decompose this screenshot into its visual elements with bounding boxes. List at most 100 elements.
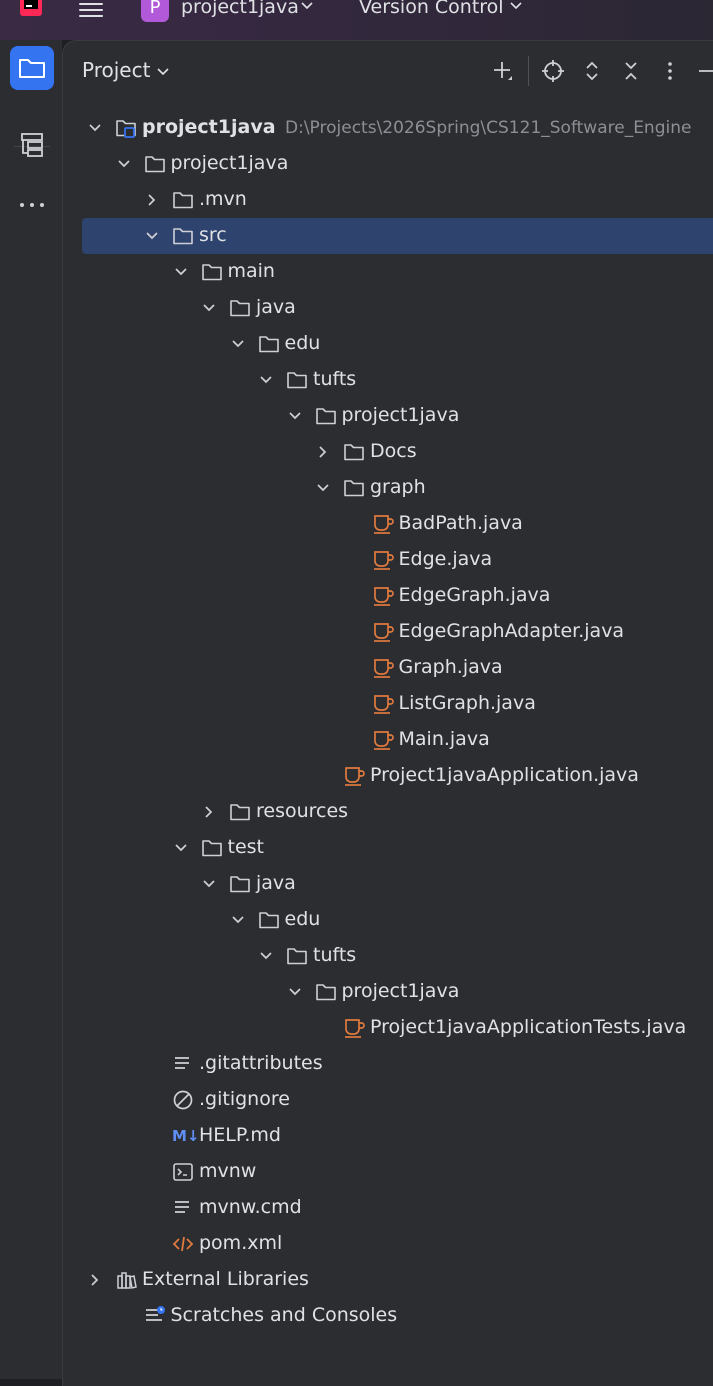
new-file-icon[interactable]	[491, 59, 515, 83]
tree-folder-row[interactable]: java	[0, 290, 713, 326]
tree-file-row[interactable]: Edge.java	[0, 542, 713, 578]
project-tool-button[interactable]	[10, 46, 54, 90]
chevron-down-icon	[157, 67, 170, 75]
scratches-icon	[145, 1306, 165, 1321]
chevron-right-icon[interactable]	[315, 444, 331, 460]
tree-file-row[interactable]: pom.xml	[0, 1226, 713, 1262]
chevron-down-icon[interactable]	[173, 264, 189, 280]
chevron-down-icon[interactable]	[144, 228, 160, 244]
selection-highlight	[82, 218, 713, 254]
tree-item-label: BadPath.java	[398, 512, 523, 534]
chevron-down-icon[interactable]	[287, 408, 303, 424]
tree-folder-row[interactable]: tufts	[0, 938, 713, 974]
structure-icon	[21, 133, 43, 157]
tree-item-label: .mvn	[199, 188, 247, 210]
tree-file-row[interactable]: EdgeGraphAdapter.java	[0, 614, 713, 650]
strip-divider	[14, 146, 50, 147]
chevron-down-icon[interactable]	[201, 300, 217, 316]
tree-item-label: resources	[256, 800, 349, 822]
tree-folder-row[interactable]: edu	[0, 326, 713, 362]
structure-tool-button[interactable]	[10, 123, 54, 167]
app-logo-icon[interactable]	[20, 0, 42, 16]
tree-file-row[interactable]: Project1javaApplicationTests.java	[0, 1010, 713, 1046]
project-badge[interactable]: P	[141, 0, 169, 22]
tree-file-row[interactable]: Scratches and Consoles	[0, 1298, 713, 1334]
tree-file-row[interactable]: mvnw	[0, 1154, 713, 1190]
module-icon	[116, 120, 136, 138]
tree-item-label: tufts	[313, 944, 357, 966]
locate-file-icon[interactable]	[541, 59, 565, 83]
chevron-down-icon[interactable]	[258, 372, 274, 388]
more-tools-button[interactable]	[10, 183, 54, 227]
java-file-icon	[373, 515, 394, 534]
tree-item-label: mvnw.cmd	[199, 1196, 302, 1218]
chevron-right-icon[interactable]	[201, 804, 217, 820]
vcs-dropdown[interactable]: Version Control	[359, 0, 504, 18]
tree-file-row[interactable]: ListGraph.java	[0, 686, 713, 722]
main-menu-icon[interactable]	[79, 0, 103, 18]
collapse-all-icon[interactable]	[619, 59, 643, 83]
tree-item-label: project1java	[142, 116, 276, 138]
chevron-right-icon[interactable]	[144, 192, 160, 208]
chevron-down-icon[interactable]	[116, 156, 132, 172]
project-name-dropdown[interactable]: project1java	[181, 0, 299, 18]
tree-file-row[interactable]: Main.java	[0, 722, 713, 758]
tree-folder-row[interactable]: project1java	[0, 398, 713, 434]
tree-file-row[interactable]: EdgeGraph.java	[0, 578, 713, 614]
tree-item-label: Project1javaApplicationTests.java	[370, 1016, 687, 1038]
chevron-down-icon[interactable]	[87, 120, 103, 136]
java-file-icon	[373, 587, 394, 606]
chevron-down-icon[interactable]	[201, 876, 217, 892]
chevron-right-icon[interactable]	[87, 1272, 103, 1288]
tree-file-row[interactable]: BadPath.java	[0, 506, 713, 542]
options-menu-icon[interactable]	[658, 59, 682, 83]
java-file-icon	[373, 623, 394, 642]
tree-file-row[interactable]: .gitattributes	[0, 1046, 713, 1082]
folder-icon	[344, 480, 364, 497]
folder-icon	[230, 804, 250, 821]
tree-file-row[interactable]: Project1javaApplication.java	[0, 758, 713, 794]
tree-file-row[interactable]: .gitignore	[0, 1082, 713, 1118]
folder-icon	[315, 984, 336, 1001]
text-file-icon	[175, 1057, 189, 1069]
tree-folder-row[interactable]: java	[0, 866, 713, 902]
tree-item-label: External Libraries	[142, 1268, 309, 1290]
folder-icon	[315, 408, 336, 425]
tree-folder-row[interactable]: .mvn	[0, 182, 713, 218]
folder-icon	[144, 156, 165, 173]
tree-file-row[interactable]: M↓HELP.md	[0, 1118, 713, 1154]
hide-panel-icon[interactable]	[697, 59, 713, 83]
tree-item-label: java	[256, 872, 296, 894]
chevron-down-icon[interactable]	[287, 984, 303, 1000]
shell-script-icon	[173, 1163, 193, 1181]
tree-file-row[interactable]: Graph.java	[0, 650, 713, 686]
tree-item-label: mvnw	[199, 1160, 257, 1182]
tree-folder-row[interactable]: src	[0, 218, 713, 254]
tree-folder-row[interactable]: graph	[0, 470, 713, 506]
tree-folder-row[interactable]: main	[0, 254, 713, 290]
tree-folder-row[interactable]: Docs	[0, 434, 713, 470]
tree-item-label: .gitattributes	[199, 1052, 323, 1074]
chevron-down-icon	[301, 2, 313, 10]
tree-folder-row[interactable]: project1java	[0, 146, 713, 182]
folder-icon	[344, 444, 364, 461]
tree-folder-row[interactable]: project1java	[0, 974, 713, 1010]
expand-all-icon[interactable]	[580, 59, 604, 83]
tree-folder-row[interactable]: resources	[0, 794, 713, 830]
chevron-down-icon[interactable]	[230, 336, 246, 352]
folder-icon	[258, 336, 279, 353]
chevron-down-icon[interactable]	[315, 480, 331, 496]
tree-item-label: Project1javaApplication.java	[370, 764, 639, 786]
chevron-down-icon[interactable]	[173, 840, 189, 856]
project-view-selector[interactable]: Project	[82, 58, 170, 82]
tree-folder-row[interactable]: tufts	[0, 362, 713, 398]
tree-folder-row[interactable]: test	[0, 830, 713, 866]
tree-folder-row[interactable]: edu	[0, 902, 713, 938]
chevron-down-icon[interactable]	[258, 948, 274, 964]
chevron-down-icon[interactable]	[230, 912, 246, 928]
text-file-icon	[175, 1201, 189, 1213]
tree-file-row[interactable]: mvnw.cmd	[0, 1190, 713, 1226]
tree-file-row[interactable]: External Libraries	[0, 1262, 713, 1298]
tree-item-label: edu	[284, 332, 321, 354]
